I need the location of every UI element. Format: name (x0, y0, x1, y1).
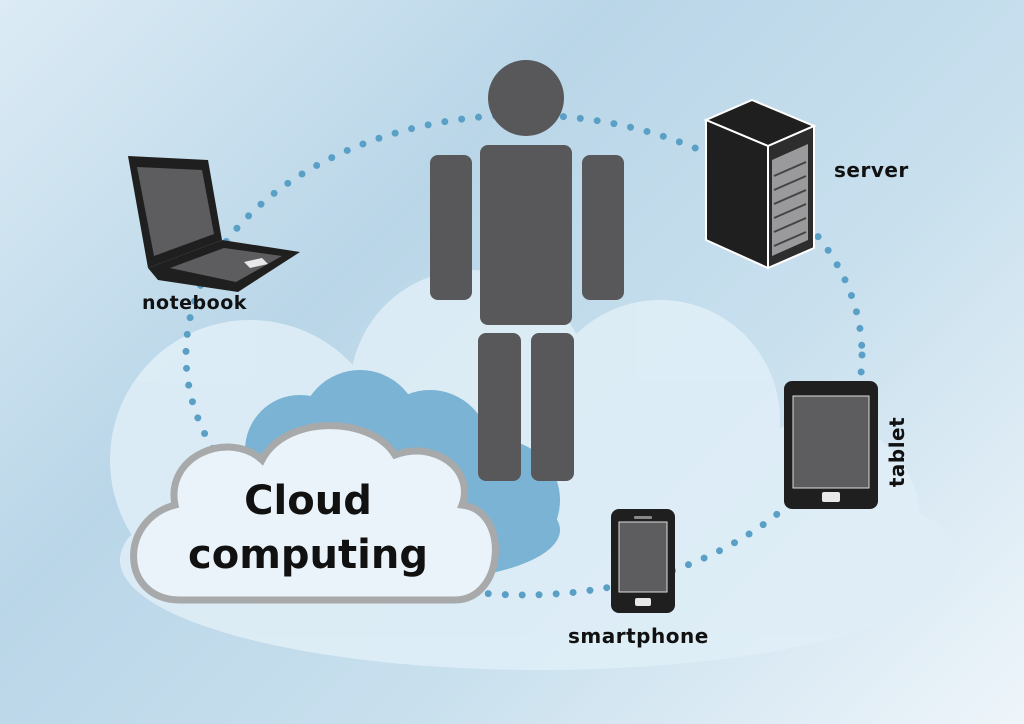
tablet-icon (784, 381, 878, 509)
notebook-label: notebook (142, 292, 247, 314)
person-icon (430, 60, 624, 481)
cloud-title-line-2: computing (188, 532, 428, 578)
server-icon (703, 98, 817, 270)
smartphone-icon (611, 509, 675, 613)
cloud-icon (130, 422, 499, 604)
tablet-label: tablet (885, 416, 910, 488)
laptop-icon (128, 156, 300, 292)
cloud-computing-title: Cloud computing (160, 474, 456, 582)
cloud-title-line-1: Cloud (244, 478, 372, 524)
smartphone-label: smartphone (568, 624, 709, 648)
server-label: server (834, 158, 909, 182)
connection-orbit (182, 111, 866, 599)
